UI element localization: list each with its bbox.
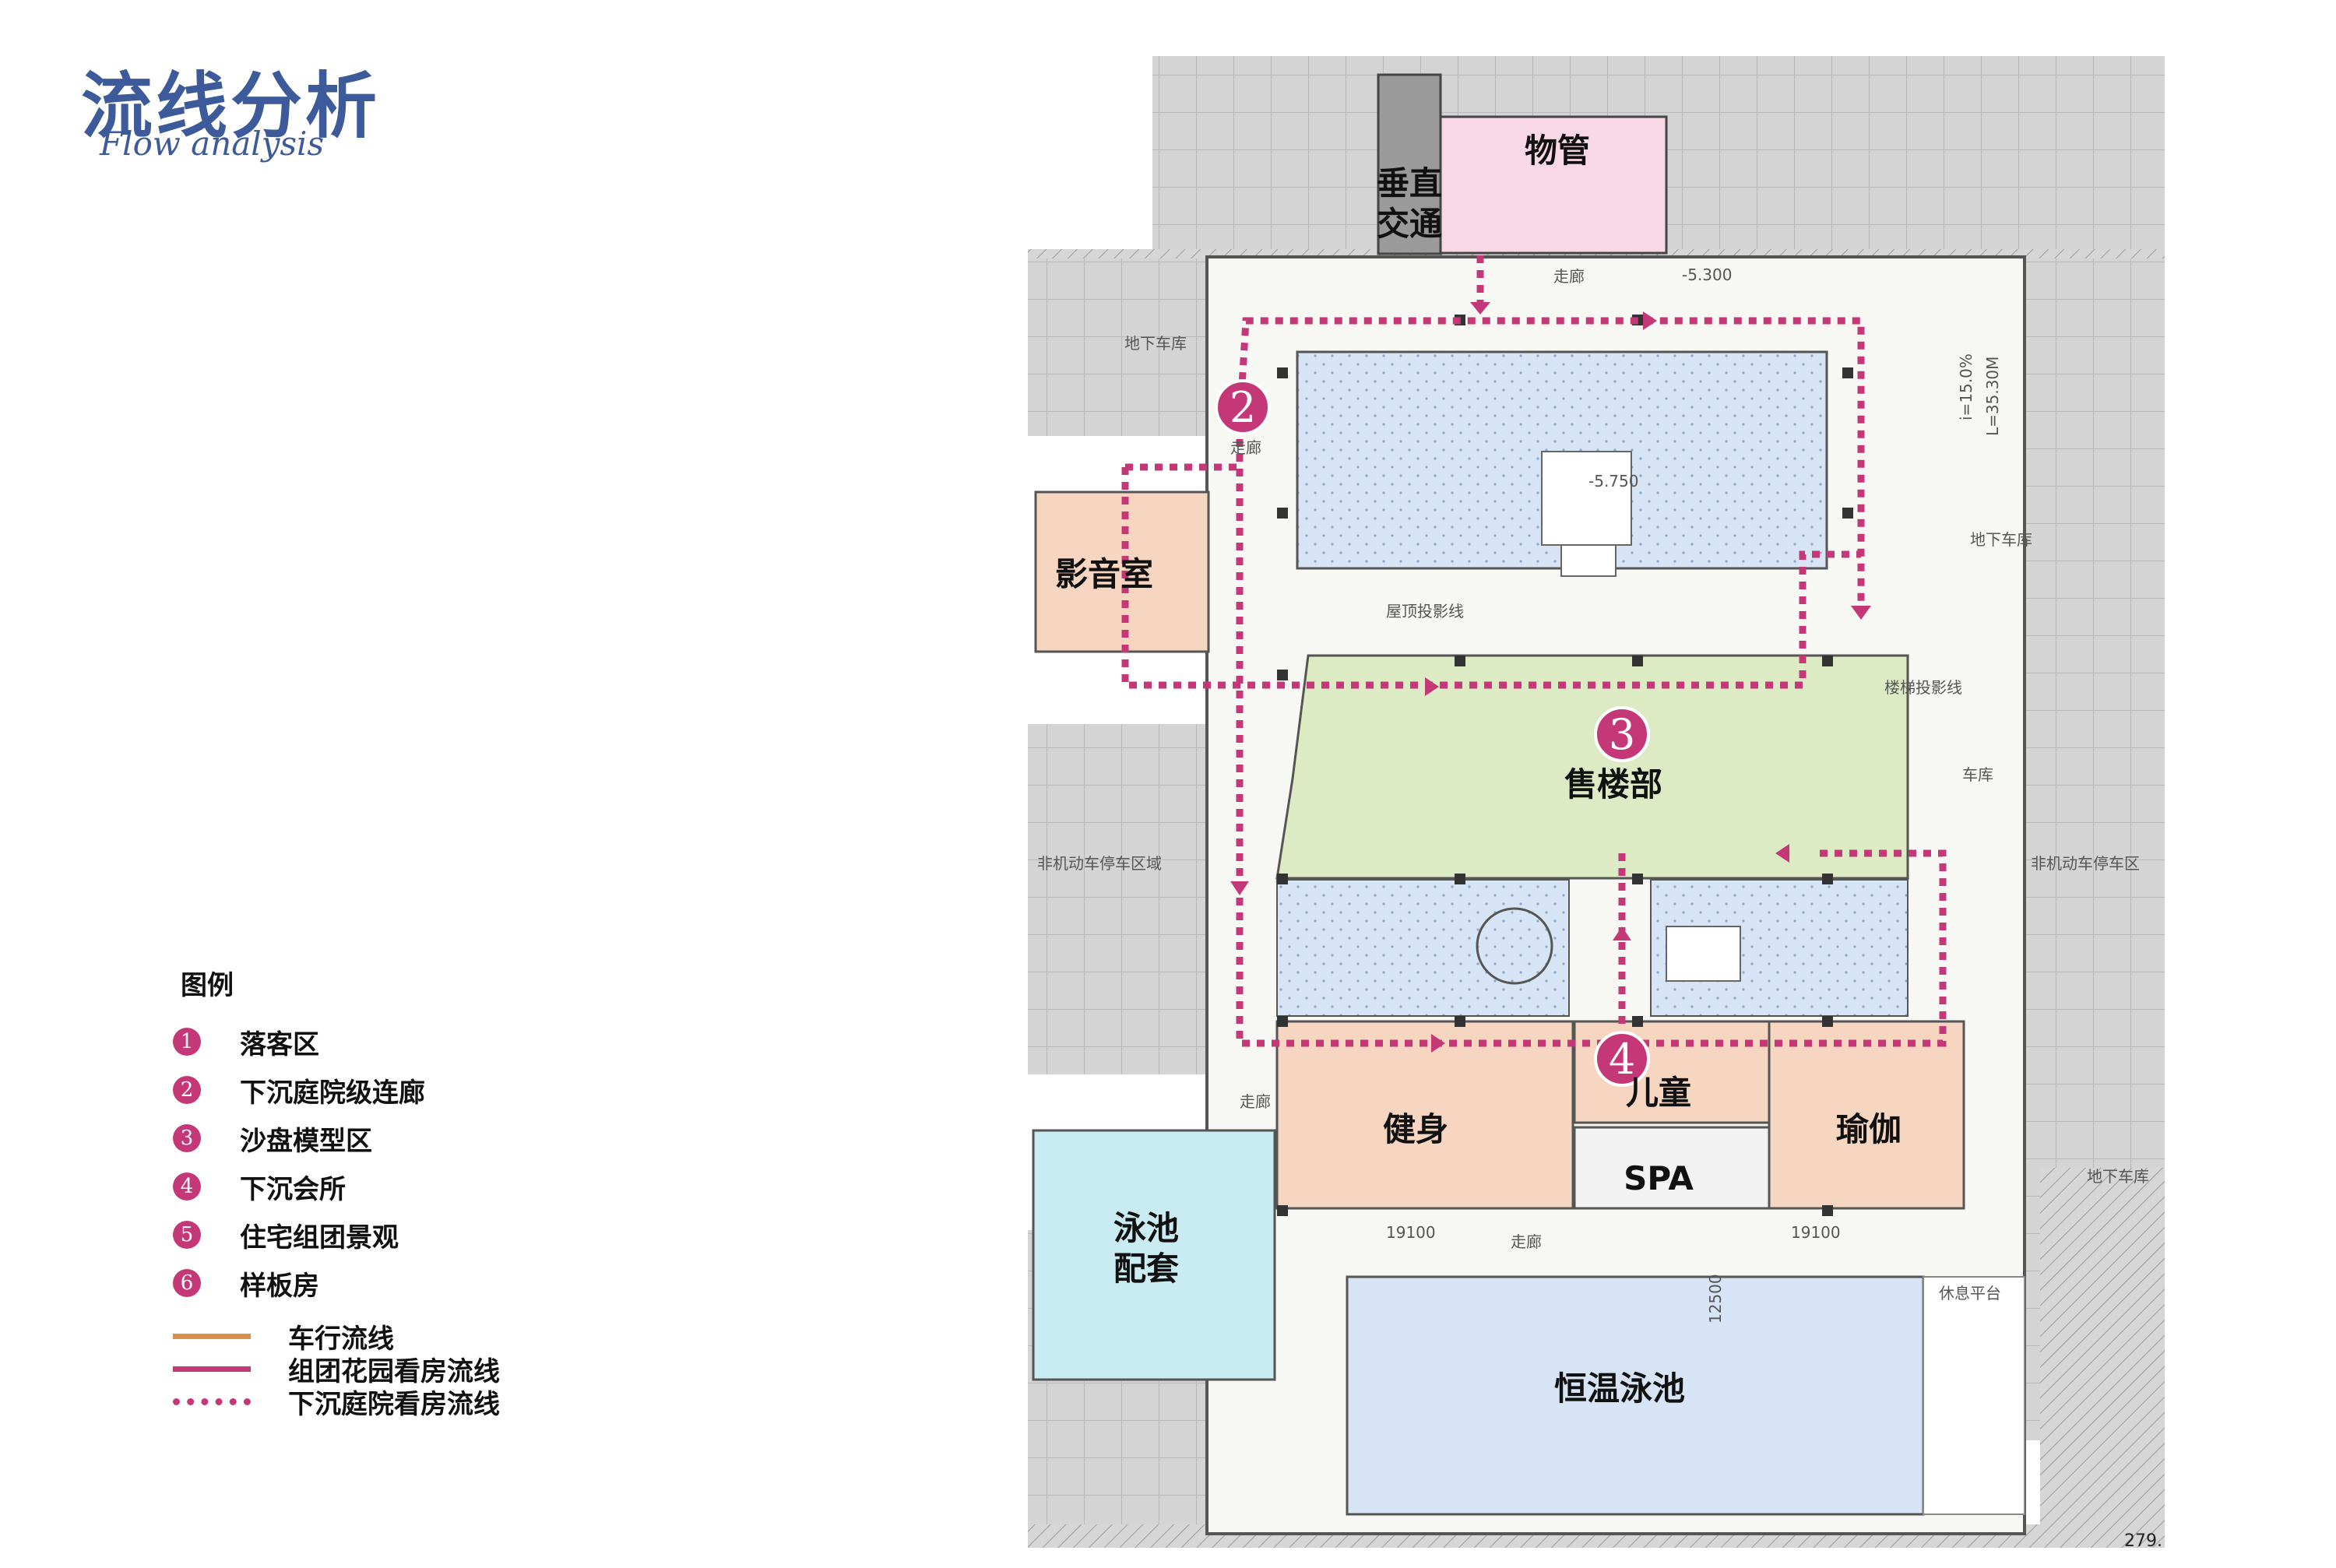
marker-3: 3 xyxy=(1594,706,1650,762)
floor-plan: 2 3 4 物管 垂直 交通 影音室 售楼部 健身 儿童 瑜伽 SPA 泳池 配… xyxy=(1028,54,2165,1549)
garage-area xyxy=(1028,249,1215,436)
vertical-label-2: 交通 xyxy=(1377,205,1442,243)
corridor-label: 走廊 xyxy=(1553,267,1585,286)
corridor-label: 走廊 xyxy=(1511,1232,1542,1251)
spa-room xyxy=(1573,1126,1771,1210)
garage-label: 车库 xyxy=(1962,765,1993,784)
legend-line-label: 下沉庭院看房流线 xyxy=(288,1388,500,1420)
legend-item: 1 落客区 xyxy=(173,1026,319,1060)
legend-item-label: 住宅组团景观 xyxy=(240,1222,399,1253)
vertical-label-1: 垂直 xyxy=(1377,164,1442,202)
gym-label: 健身 xyxy=(1383,1110,1448,1148)
elevation-label: -5.300 xyxy=(1682,265,1732,284)
water-strip xyxy=(1276,879,1570,1017)
legend-line-courtyard: 下沉庭院看房流线 xyxy=(173,1386,500,1420)
bike-area-label: 非机动车停车区域 xyxy=(1037,854,1162,873)
pool-support-label-1: 泳池 xyxy=(1113,1209,1179,1247)
elevation-label: -5.750 xyxy=(1588,472,1638,490)
flow-arrows xyxy=(1230,302,1871,1053)
property-label: 物管 xyxy=(1525,132,1590,170)
roof-line-label: 屋顶投影线 xyxy=(1386,602,1464,621)
legend-line-garden: 组团花园看房流线 xyxy=(173,1353,500,1387)
dimension-label: 12500 xyxy=(1706,1274,1725,1324)
kiosk xyxy=(1666,926,1741,982)
legend-number-badge: 5 xyxy=(173,1221,201,1249)
heated-pool-label: 恒温泳池 xyxy=(1554,1369,1685,1408)
sales-label: 售楼部 xyxy=(1564,765,1662,803)
garden-flow-swatch xyxy=(173,1366,251,1372)
marker-2: 2 xyxy=(1215,379,1271,435)
legend-item-label: 落客区 xyxy=(240,1028,319,1060)
legend-number-badge: 2 xyxy=(173,1076,201,1104)
courtyard-flow-path xyxy=(1121,255,1947,1047)
garage-area xyxy=(1028,724,1207,1074)
corridor-label: 走廊 xyxy=(1230,438,1261,457)
tree-icon xyxy=(1476,907,1553,985)
legend-item: 3 沙盘模型区 xyxy=(173,1123,372,1157)
rest-deck xyxy=(1923,1276,2025,1515)
svg-text:2: 2 xyxy=(1230,383,1256,432)
platform xyxy=(1541,451,1632,546)
yoga-room xyxy=(1768,1020,1965,1210)
slope-label: i=15.0% xyxy=(1957,353,1975,420)
dimension-label: 19100 xyxy=(1386,1223,1436,1242)
legend-line-vehicle: 车行流线 xyxy=(173,1320,394,1355)
legend-title: 图例 xyxy=(181,970,234,1001)
bike-area-label: 非机动车停车区 xyxy=(2031,854,2140,873)
rest-deck-label: 休息平台 xyxy=(1939,1284,2001,1303)
vehicle-flow-swatch xyxy=(173,1333,251,1339)
cinema-label: 影音室 xyxy=(1055,555,1153,593)
legend-line-label: 组团花园看房流线 xyxy=(288,1355,500,1387)
legend-item-label: 沙盘模型区 xyxy=(240,1125,372,1157)
legend-line-label: 车行流线 xyxy=(288,1323,394,1355)
corridor-label: 走廊 xyxy=(1240,1092,1271,1111)
svg-text:4: 4 xyxy=(1609,1035,1635,1084)
steps xyxy=(1560,544,1617,577)
yoga-label: 瑜伽 xyxy=(1836,1110,1902,1148)
legend-number-badge: 1 xyxy=(173,1028,201,1056)
hatched-wall xyxy=(2040,1168,2165,1542)
pool-support-label-2: 配套 xyxy=(1113,1250,1179,1288)
page-title: 流线分析 xyxy=(81,65,381,148)
gym-room xyxy=(1275,1020,1574,1210)
garage-label: 地下车库 xyxy=(2087,1167,2149,1186)
heated-pool xyxy=(1346,1275,1925,1516)
pool-support-room xyxy=(1032,1129,1276,1381)
legend-item: 5 住宅组团景观 xyxy=(173,1219,399,1253)
page-subtitle: Flow analysis xyxy=(100,125,324,163)
legend-number-badge: 3 xyxy=(173,1124,201,1152)
legend-item-label: 下沉会所 xyxy=(240,1173,346,1205)
column-grid xyxy=(1277,315,1853,1216)
marker-4: 4 xyxy=(1594,1031,1650,1087)
legend-item-label: 下沉庭院级连廊 xyxy=(240,1077,425,1109)
spa-label: SPA xyxy=(1624,1159,1694,1197)
slope-label: L=35.30M xyxy=(1983,357,2002,436)
legend-number-badge: 6 xyxy=(173,1269,201,1297)
legend-item-label: 样板房 xyxy=(240,1270,319,1302)
svg-text:3: 3 xyxy=(1609,710,1635,759)
dimension-label: 19100 xyxy=(1791,1223,1841,1242)
legend-number-badge: 4 xyxy=(173,1172,201,1201)
stair-line-label: 楼梯投影线 xyxy=(1884,678,1962,697)
kids-label: 儿童 xyxy=(1626,1074,1691,1112)
legend-item: 6 样板房 xyxy=(173,1267,319,1302)
garage-label: 地下车库 xyxy=(1124,334,1187,353)
courtyard-flow-swatch xyxy=(173,1397,251,1405)
sales-area xyxy=(1275,654,1909,880)
corner-number: 279. xyxy=(2124,1531,2162,1549)
legend-item: 4 下沉会所 xyxy=(173,1171,346,1205)
property-room xyxy=(1439,115,1668,255)
garage-label: 地下车库 xyxy=(1970,530,2032,549)
legend-item: 2 下沉庭院级连廊 xyxy=(173,1074,425,1109)
